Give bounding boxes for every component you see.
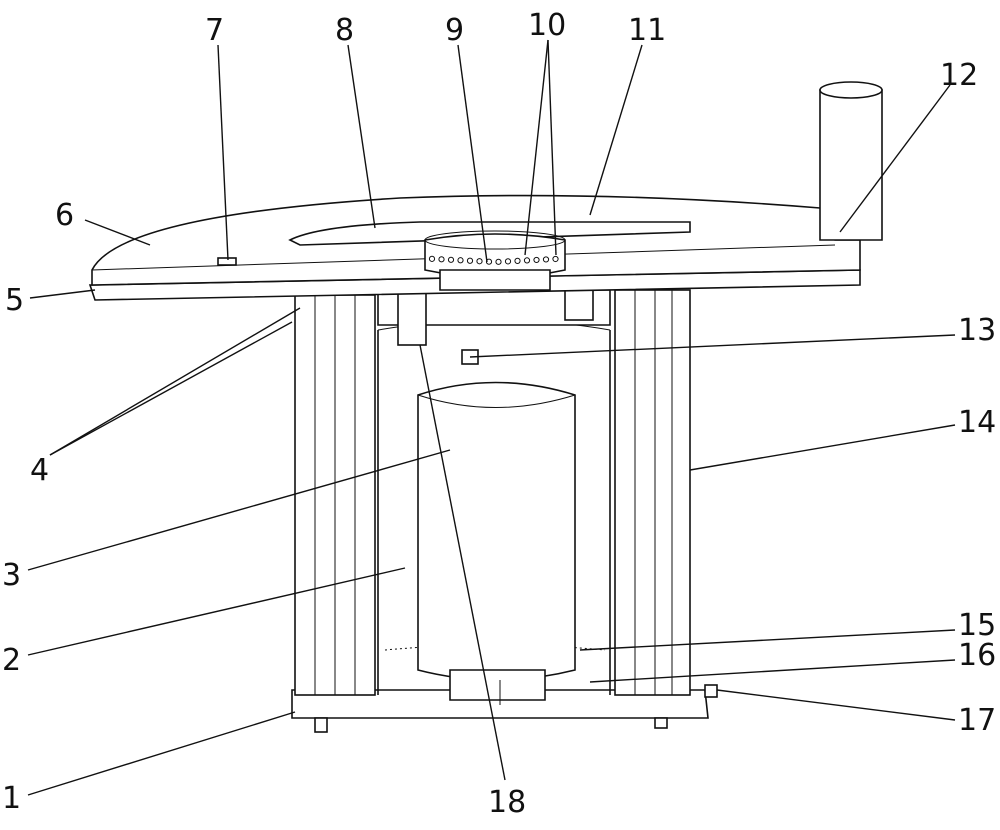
label-16: 16 [958, 638, 996, 673]
label-11: 11 [628, 13, 666, 48]
label-9: 9 [445, 13, 464, 48]
burner-head [425, 231, 565, 290]
label-10: 10 [528, 8, 566, 43]
knob [218, 258, 236, 265]
label-12: 12 [940, 58, 978, 93]
label-14: 14 [958, 405, 996, 440]
label-2: 2 [2, 643, 21, 678]
label-6: 6 [55, 198, 74, 233]
label-4: 4 [30, 453, 49, 488]
label-7: 7 [205, 13, 224, 48]
label-8: 8 [335, 13, 354, 48]
perforated-core [418, 383, 575, 706]
label-5: 5 [5, 283, 24, 318]
outer-perforated-wall-right [615, 290, 690, 695]
label-3: 3 [2, 558, 21, 593]
label-17: 17 [958, 703, 996, 738]
label-1: 1 [2, 781, 21, 816]
outer-perforated-wall-left [295, 295, 375, 695]
label-13: 13 [958, 313, 996, 348]
label-18: 18 [488, 785, 526, 820]
